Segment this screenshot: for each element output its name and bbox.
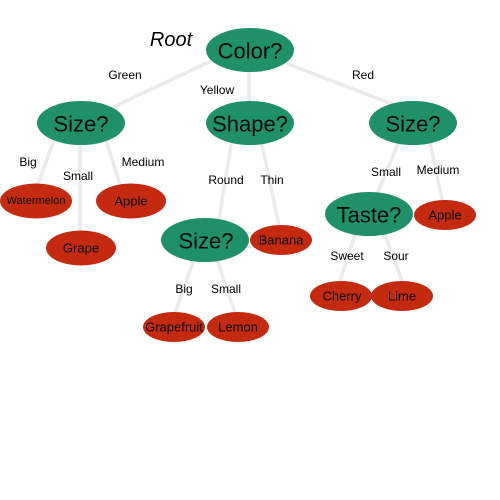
- edge-taste-sour: [383, 233, 404, 283]
- leaf-banana-label: Banana: [259, 233, 305, 248]
- leaf-apple-green: Apple: [96, 183, 166, 219]
- edge-taste-sweet: [338, 233, 357, 283]
- root-label: Root: [150, 29, 194, 51]
- leaf-grapefruit: Grapefruit: [143, 312, 205, 342]
- edge-label-red: Red: [352, 68, 374, 82]
- node-size-label: Size?: [53, 112, 108, 137]
- edge-label-small: Small: [211, 282, 241, 296]
- edge-labels: Green Yellow Red Big Small Medium Round …: [19, 68, 459, 296]
- leaf-lime: Lime: [371, 281, 433, 311]
- edge-label-big: Big: [175, 282, 192, 296]
- node-color: Color?: [206, 28, 294, 72]
- edge-label-small: Small: [63, 169, 93, 183]
- node-size-red: Size?: [369, 101, 457, 145]
- leaf-lime-label: Lime: [388, 289, 416, 304]
- edge-sizer2-small: [216, 260, 237, 315]
- leaf-lemon-label: Lemon: [218, 320, 258, 335]
- edge-sizeg-big: [36, 138, 56, 186]
- edge-label-yellow: Yellow: [200, 83, 235, 97]
- leaf-apple-label: Apple: [114, 194, 147, 209]
- node-taste-label: Taste?: [337, 203, 402, 228]
- leaf-cherry-label: Cherry: [322, 289, 362, 304]
- node-size-round: Size?: [161, 218, 249, 262]
- leaf-watermelon: Watermelon: [0, 183, 72, 219]
- node-size-label: Size?: [178, 229, 233, 254]
- edge-label-thin: Thin: [260, 173, 283, 187]
- node-size-label: Size?: [385, 112, 440, 137]
- edge-label-green: Green: [108, 68, 141, 82]
- edge-label-big: Big: [19, 155, 36, 169]
- edge-shape-round: [217, 143, 233, 222]
- node-size-green: Size?: [37, 101, 125, 145]
- leaf-grape: Grape: [46, 230, 116, 266]
- edge-label-medium: Medium: [122, 155, 165, 169]
- leaf-apple-label: Apple: [428, 208, 461, 223]
- node-taste: Taste?: [325, 192, 413, 236]
- edge-label-sweet: Sweet: [330, 249, 364, 263]
- edge-shape-thin: [260, 142, 281, 228]
- node-color-label: Color?: [218, 39, 283, 64]
- edge-color-green: [107, 59, 213, 111]
- edge-sizeg-medium: [104, 138, 122, 187]
- edge-label-small: Small: [371, 165, 401, 179]
- leaf-cherry: Cherry: [310, 281, 372, 311]
- node-shape: Shape?: [206, 101, 294, 145]
- edge-color-red: [286, 62, 394, 106]
- edge-sizer-medium: [428, 140, 444, 202]
- edge-label-medium: Medium: [417, 163, 460, 177]
- leaf-lemon: Lemon: [207, 312, 269, 342]
- leaf-banana: Banana: [250, 225, 312, 255]
- edge-label-sour: Sour: [383, 249, 408, 263]
- leaf-grape-label: Grape: [63, 241, 99, 256]
- edges: [36, 59, 444, 315]
- edge-label-round: Round: [208, 173, 243, 187]
- edge-sizer2-big: [173, 260, 195, 315]
- leaf-grapefruit-label: Grapefruit: [145, 320, 203, 335]
- leaf-watermelon-label: Watermelon: [7, 195, 66, 207]
- edge-sizer-small: [375, 142, 400, 196]
- leaf-apple-red: Apple: [414, 200, 476, 230]
- node-shape-label: Shape?: [212, 112, 288, 137]
